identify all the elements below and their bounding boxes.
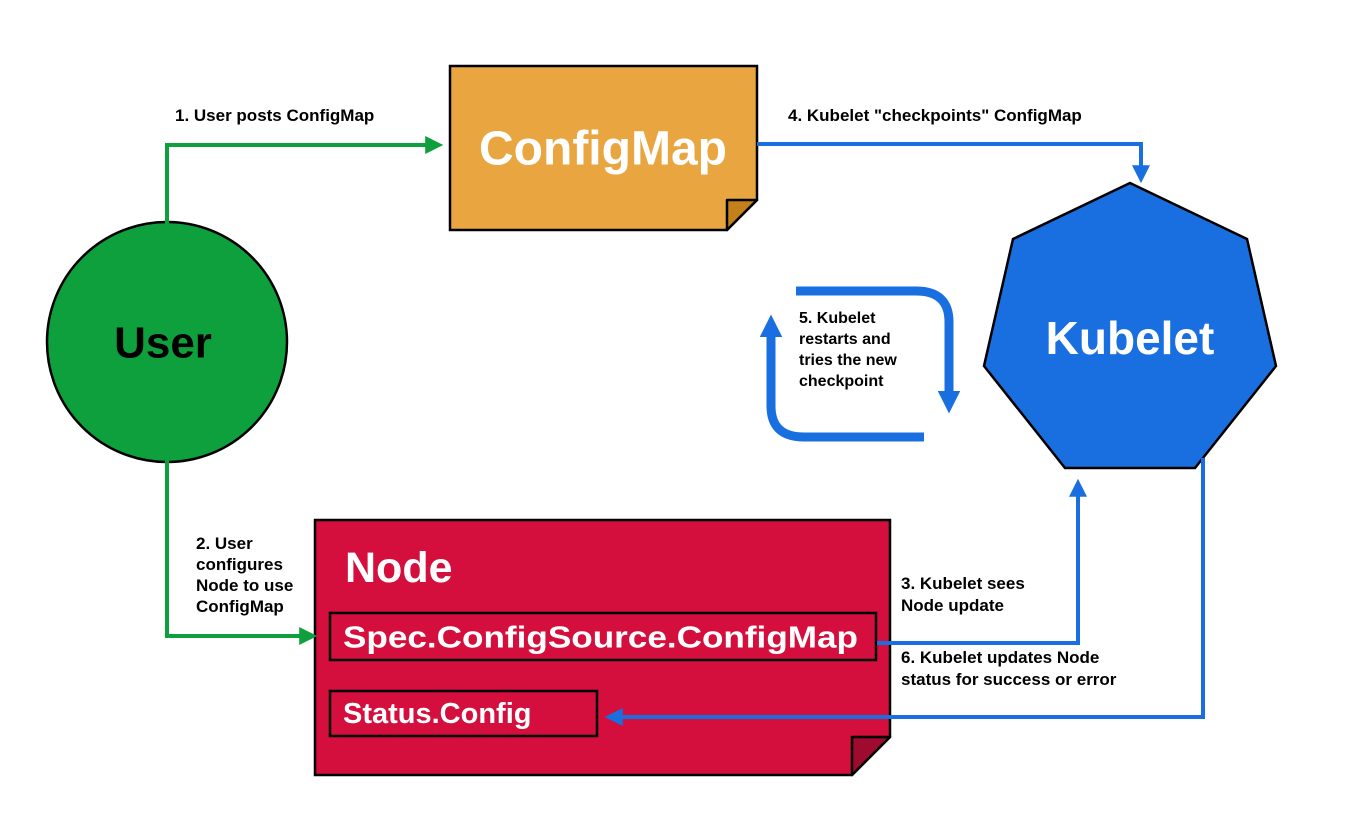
label-step5: 5. Kubelet restarts and tries the new ch… bbox=[799, 310, 897, 390]
node-fold-corner bbox=[850, 735, 892, 777]
spec-configsource-label: Spec.ConfigSource.ConfigMap bbox=[343, 620, 858, 655]
label-step2-line4: ConfigMap bbox=[196, 597, 284, 616]
configmap-node: ConfigMap bbox=[448, 64, 759, 232]
status-config-box bbox=[328, 689, 599, 738]
label-step5-line4: checkpoint bbox=[799, 373, 884, 390]
label-step6: 6. Kubelet updates Node status for succe… bbox=[901, 648, 1117, 689]
label-step2-line2: configures bbox=[196, 555, 283, 574]
arrow-step1-user-to-configmap bbox=[165, 136, 444, 226]
node-title: Node bbox=[345, 544, 453, 592]
user-label: User bbox=[114, 319, 212, 368]
arrow-step4-configmap-to-kubelet bbox=[757, 142, 1150, 184]
label-step6-line1: 6. Kubelet updates Node bbox=[901, 648, 1099, 667]
label-step2-line3: Node to use bbox=[196, 576, 293, 595]
label-step2: 2. User configures Node to use ConfigMap bbox=[196, 534, 293, 616]
node-node: Node Spec.ConfigSource.ConfigMap Status.… bbox=[313, 518, 892, 777]
configmap-label: ConfigMap bbox=[479, 123, 727, 176]
label-step3: 3. Kubelet sees Node update bbox=[901, 574, 1025, 615]
arrow-step6-kubelet-to-status bbox=[604, 458, 1205, 726]
label-step5-line3: tries the new bbox=[799, 352, 897, 369]
label-step6-line2: status for success or error bbox=[901, 670, 1117, 689]
label-step3-line1: 3. Kubelet sees bbox=[901, 574, 1025, 593]
user-node: User bbox=[45, 220, 289, 464]
arrow-step3-node-to-kubelet bbox=[877, 478, 1087, 645]
label-step3-line2: Node update bbox=[901, 596, 1004, 615]
label-step5-line1: 5. Kubelet bbox=[799, 310, 876, 327]
label-step2-line1: 2. User bbox=[196, 534, 253, 553]
kubelet-label: Kubelet bbox=[1046, 312, 1215, 364]
loop-arrow-left bbox=[759, 314, 924, 442]
label-step1: 1. User posts ConfigMap bbox=[175, 106, 374, 125]
label-step5-line2: restarts and bbox=[799, 331, 891, 348]
arrow-step2-user-to-node bbox=[165, 458, 318, 645]
kubelet-heptagon bbox=[982, 181, 1278, 470]
label-step4: 4. Kubelet "checkpoints" ConfigMap bbox=[788, 106, 1082, 125]
spec-configsource-box bbox=[328, 611, 878, 662]
kubelet-node: Kubelet bbox=[982, 181, 1278, 470]
configmap-fold-corner bbox=[725, 198, 759, 232]
loop-arrow-right bbox=[796, 286, 961, 414]
status-config-label: Status.Config bbox=[343, 698, 532, 730]
